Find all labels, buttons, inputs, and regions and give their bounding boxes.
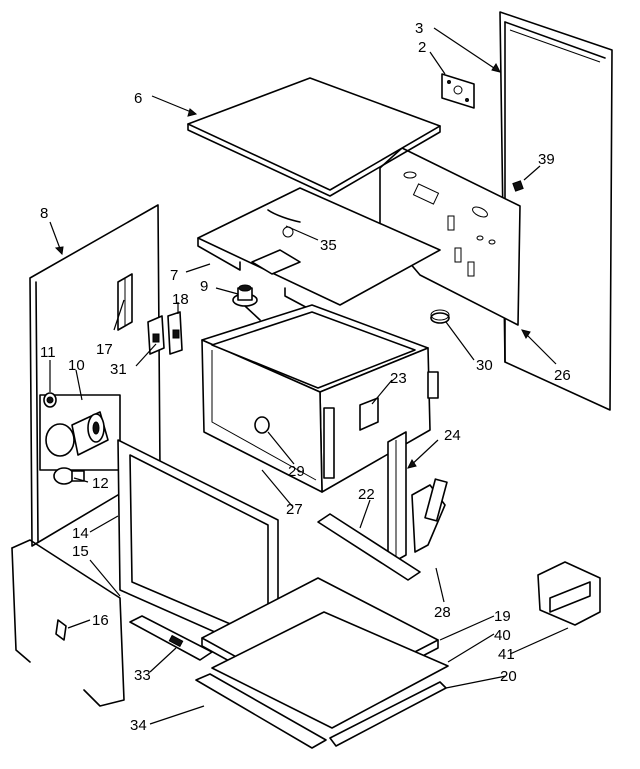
callout-10: 10 <box>68 357 85 374</box>
part-16-clip <box>55 619 67 641</box>
part-22-bar <box>317 513 421 581</box>
callout-27: 27 <box>286 501 303 518</box>
callout-18: 18 <box>172 291 189 308</box>
part-10-lamp-assembly <box>45 411 109 457</box>
part-28-hinge <box>411 478 448 553</box>
part-41-corner-bracket <box>537 561 601 626</box>
callout-20: 20 <box>500 668 517 685</box>
part-31-switch <box>147 315 165 355</box>
part-23-bracket <box>359 397 379 431</box>
callout-39: 39 <box>538 151 555 168</box>
callout-33: 33 <box>134 667 151 684</box>
part-11-knob <box>43 392 57 408</box>
part-34-bottom-trim <box>195 673 327 749</box>
part-24-rail <box>387 431 407 566</box>
callout-6: 6 <box>134 90 142 107</box>
callout-15: 15 <box>72 543 89 560</box>
part-14-front-frame <box>117 439 279 661</box>
part-15-door-seal <box>11 539 125 707</box>
callout-14: 14 <box>72 525 89 542</box>
callout-22: 22 <box>358 486 375 503</box>
part-6-top-panel <box>187 77 441 197</box>
callout-labels: 3 2 6 39 8 35 7 9 18 17 11 10 31 30 26 2… <box>40 20 571 734</box>
part-9-sensor <box>232 284 261 321</box>
callout-35: 35 <box>320 237 337 254</box>
callout-31: 31 <box>110 361 127 378</box>
callout-26: 26 <box>554 367 571 384</box>
callout-3: 3 <box>415 20 423 37</box>
part-17-bracket <box>117 273 133 331</box>
callout-2: 2 <box>418 39 426 56</box>
callout-11: 11 <box>40 344 56 361</box>
part-26-inner-back-panel <box>379 147 521 326</box>
callout-23: 23 <box>390 370 407 387</box>
callout-24: 24 <box>444 427 461 444</box>
callout-34: 34 <box>130 717 147 734</box>
callout-17: 17 <box>96 341 113 358</box>
leader-lines <box>49 27 569 725</box>
part-12-bulb <box>53 467 85 485</box>
callout-12: 12 <box>92 475 109 492</box>
part-18-switch <box>167 311 183 355</box>
callout-41: 41 <box>498 646 515 663</box>
part-2-bracket <box>441 73 475 109</box>
callout-19: 19 <box>494 608 511 625</box>
callout-8: 8 <box>40 205 48 222</box>
part-30-button <box>430 309 450 324</box>
part-27-oven-cavity <box>201 304 439 493</box>
part-33-bracket <box>129 615 213 661</box>
callout-30: 30 <box>476 357 493 374</box>
part-40-bottom-liner <box>211 611 449 729</box>
callout-9: 9 <box>200 278 208 295</box>
callout-40: 40 <box>494 627 511 644</box>
callout-7: 7 <box>170 267 178 284</box>
callout-29: 29 <box>288 463 305 480</box>
callout-28: 28 <box>434 604 451 621</box>
callout-16: 16 <box>92 612 109 629</box>
